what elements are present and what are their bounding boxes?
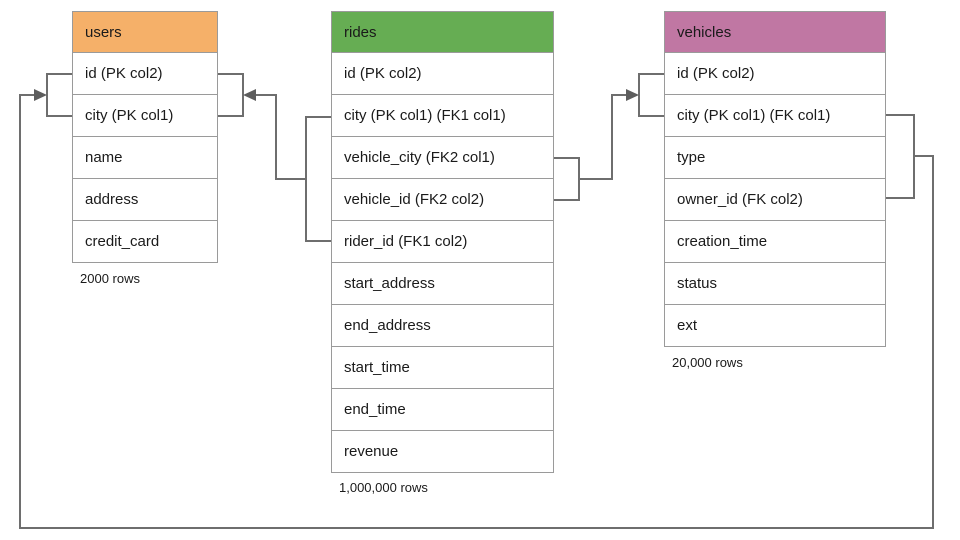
- vehicles-right-fk-bracket: [886, 114, 915, 199]
- column-label: rider_id (FK1 col2): [344, 233, 468, 250]
- column-label: id (PK col2): [85, 65, 163, 82]
- table-users-column-name[interactable]: name: [72, 137, 218, 179]
- table-users-row-count: 2000 rows: [80, 271, 140, 286]
- relationship-rides-fk1-users-arrowhead: [243, 89, 256, 101]
- table-rides-title: rides: [344, 23, 377, 41]
- table-rides-row-count: 1,000,000 rows: [339, 480, 428, 495]
- table-vehicles-column-city[interactable]: city (PK col1) (FK col1): [664, 95, 886, 137]
- column-label: start_time: [344, 359, 410, 376]
- table-users-column-credit-card[interactable]: credit_card: [72, 221, 218, 263]
- column-label: end_address: [344, 317, 431, 334]
- column-label: city (PK col1) (FK col1): [677, 107, 831, 124]
- table-vehicles-header: vehicles: [664, 11, 886, 53]
- table-users-column-city[interactable]: city (PK col1): [72, 95, 218, 137]
- column-label: credit_card: [85, 233, 160, 250]
- column-label: id (PK col2): [344, 65, 422, 82]
- table-vehicles-column-creation-time[interactable]: creation_time: [664, 221, 886, 263]
- table-rides-column-vehicle-city[interactable]: vehicle_city (FK2 col1): [331, 137, 554, 179]
- column-label: city (PK col1) (FK1 col1): [344, 107, 506, 124]
- column-label: vehicle_id (FK2 col2): [344, 191, 485, 208]
- table-vehicles-column-status[interactable]: status: [664, 263, 886, 305]
- column-label: revenue: [344, 443, 399, 460]
- users-right-key-bracket: [218, 73, 244, 117]
- table-users-column-address[interactable]: address: [72, 179, 218, 221]
- rides-right-fk2-bracket: [554, 157, 580, 201]
- table-vehicles-row-count: 20,000 rows: [672, 355, 743, 370]
- table-rides-header: rides: [331, 11, 554, 53]
- column-label: address: [85, 191, 139, 208]
- table-users-column-id[interactable]: id (PK col2): [72, 53, 218, 95]
- table-users-title: users: [85, 23, 122, 41]
- column-label: type: [677, 149, 706, 166]
- relationship-vehicles-fk-users-arrowhead: [34, 89, 47, 101]
- vehicles-left-key-bracket: [638, 73, 664, 117]
- column-label: id (PK col2): [677, 65, 755, 82]
- table-vehicles-title: vehicles: [677, 23, 732, 41]
- column-label: status: [677, 275, 718, 292]
- column-label: name: [85, 149, 123, 166]
- table-vehicles-column-ext[interactable]: ext: [664, 305, 886, 347]
- table-vehicles[interactable]: vehicles id (PK col2) city (PK col1) (FK…: [664, 11, 886, 347]
- users-left-key-bracket: [46, 73, 72, 117]
- table-rides-column-id[interactable]: id (PK col2): [331, 53, 554, 95]
- relationship-rides-fk2-vehicles-arrowhead: [626, 89, 639, 101]
- column-label: start_address: [344, 275, 435, 292]
- table-rides-column-city[interactable]: city (PK col1) (FK1 col1): [331, 95, 554, 137]
- column-label: vehicle_city (FK2 col1): [344, 149, 495, 166]
- table-vehicles-column-id[interactable]: id (PK col2): [664, 53, 886, 95]
- table-rides-column-vehicle-id[interactable]: vehicle_id (FK2 col2): [331, 179, 554, 221]
- column-label: owner_id (FK col2): [677, 191, 803, 208]
- table-rides[interactable]: rides id (PK col2) city (PK col1) (FK1 c…: [331, 11, 554, 473]
- column-label: creation_time: [677, 233, 768, 250]
- column-label: end_time: [344, 401, 406, 418]
- rides-left-fk1-bracket: [305, 116, 331, 242]
- column-label: city (PK col1): [85, 107, 174, 124]
- table-rides-column-start-time[interactable]: start_time: [331, 347, 554, 389]
- table-rides-column-revenue[interactable]: revenue: [331, 431, 554, 473]
- relationship-rides-fk1-users-wire: [253, 94, 306, 180]
- relationship-rides-fk2-vehicles-wire: [579, 94, 629, 180]
- table-users-header: users: [72, 11, 218, 53]
- column-label: ext: [677, 317, 698, 334]
- table-rides-column-end-address[interactable]: end_address: [331, 305, 554, 347]
- table-vehicles-column-type[interactable]: type: [664, 137, 886, 179]
- table-rides-column-rider-id[interactable]: rider_id (FK1 col2): [331, 221, 554, 263]
- table-vehicles-column-owner-id[interactable]: owner_id (FK col2): [664, 179, 886, 221]
- table-rides-column-start-address[interactable]: start_address: [331, 263, 554, 305]
- table-users[interactable]: users id (PK col2) city (PK col1) name a…: [72, 11, 218, 263]
- table-rides-column-end-time[interactable]: end_time: [331, 389, 554, 431]
